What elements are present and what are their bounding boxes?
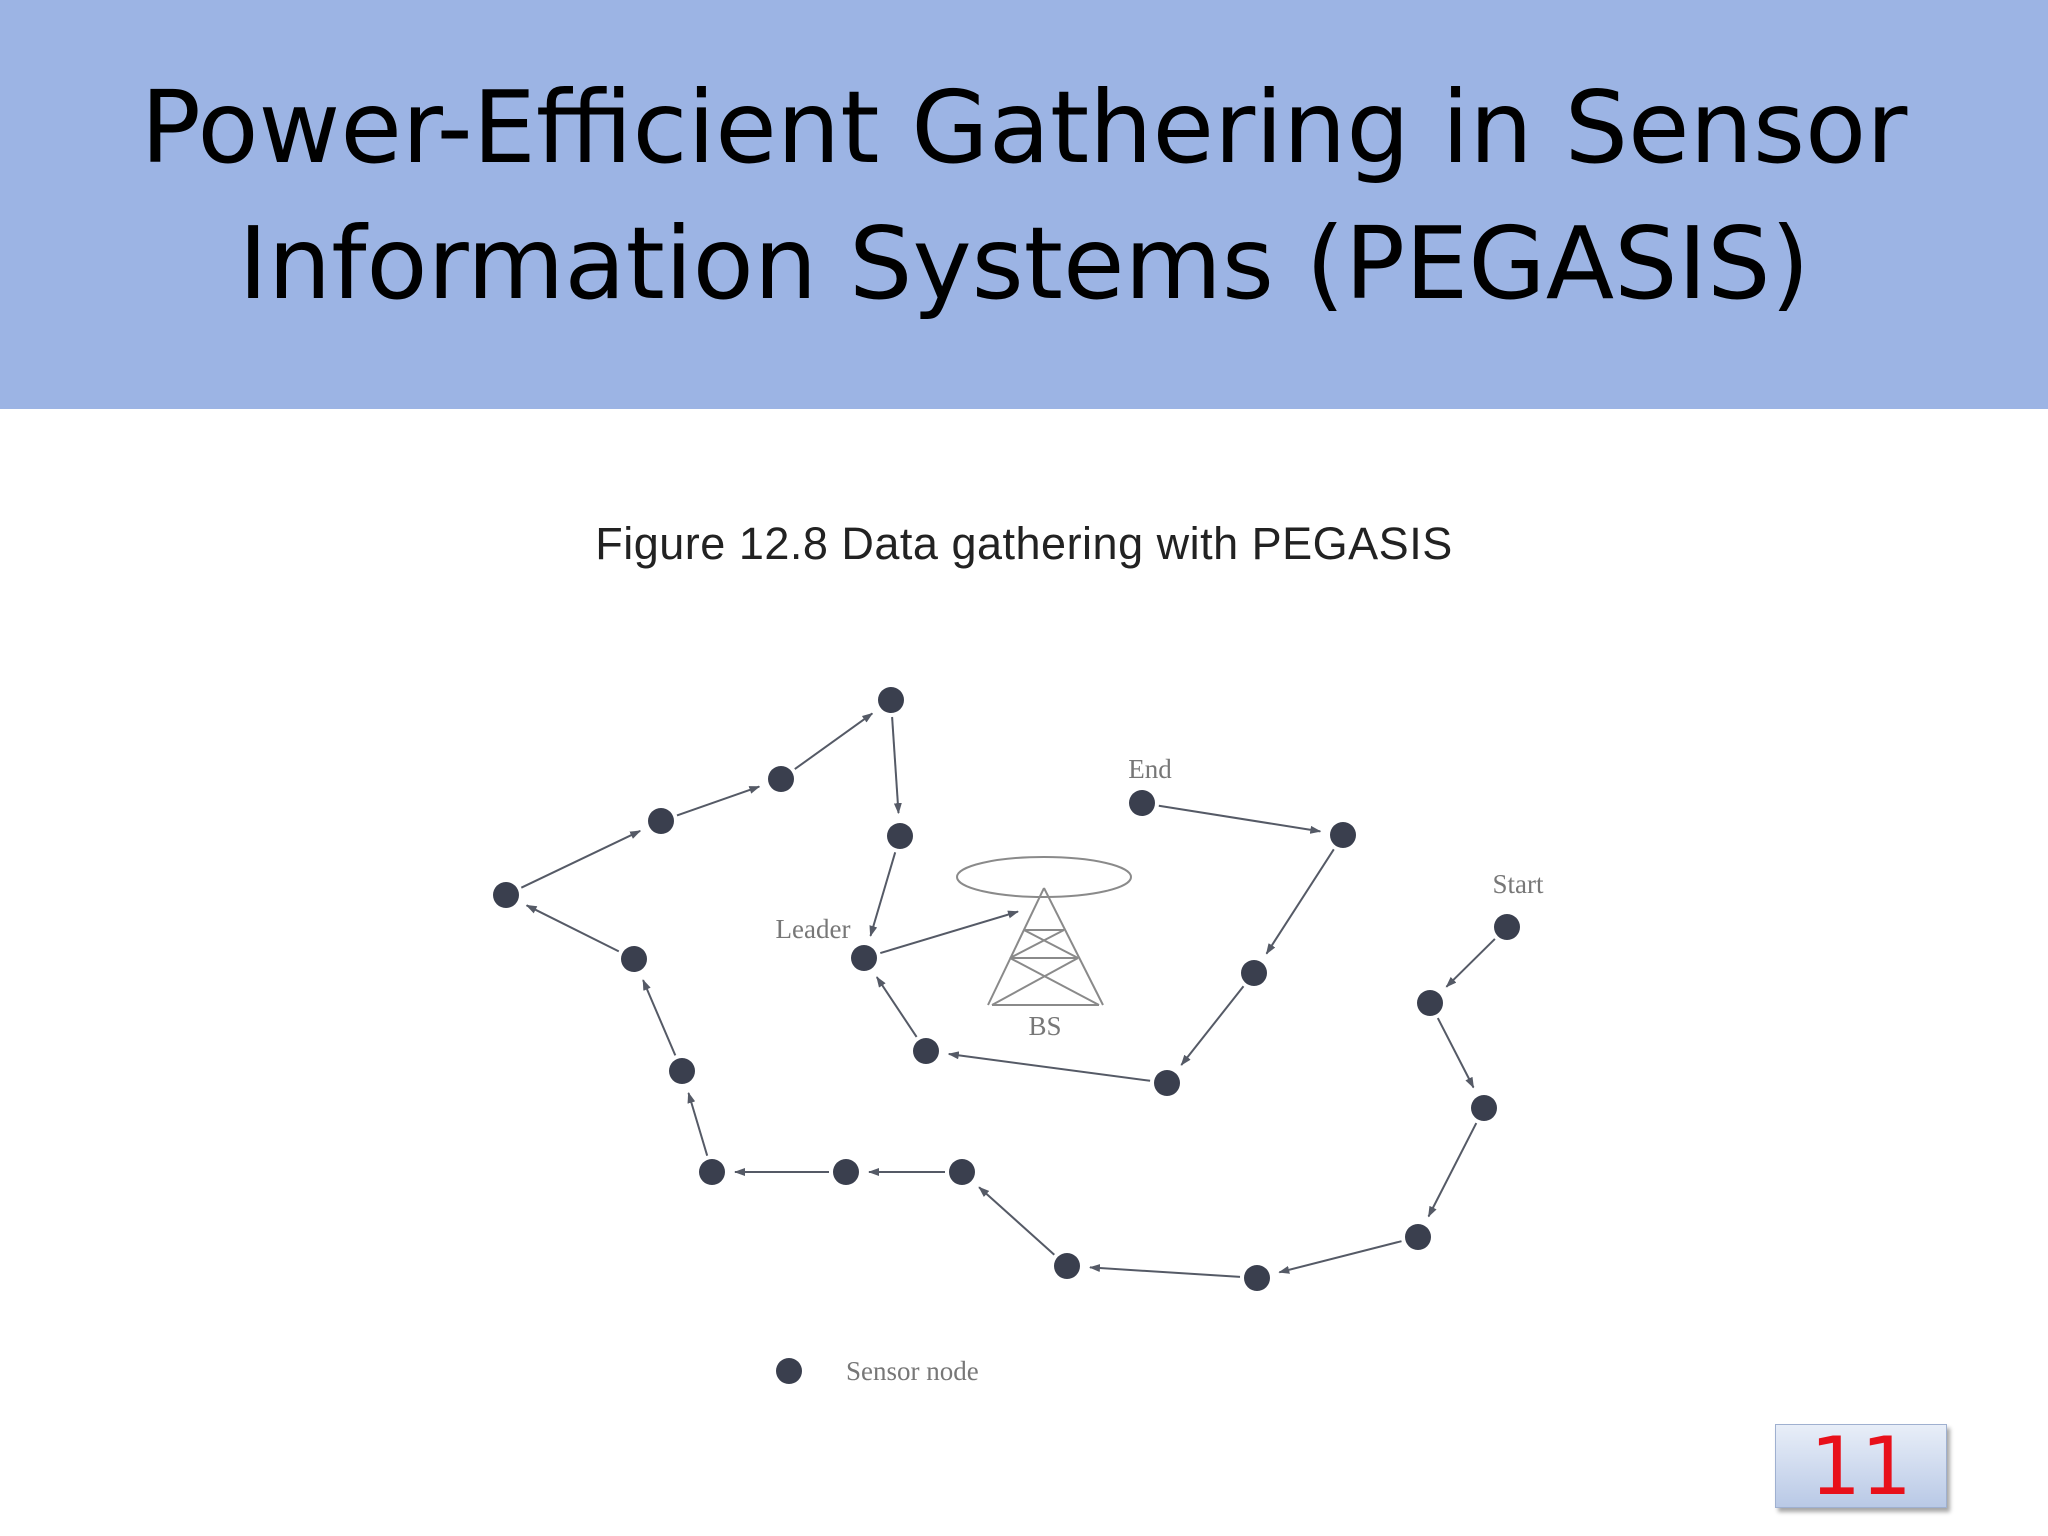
sensor-node xyxy=(1054,1253,1080,1279)
chain-edge xyxy=(869,852,897,937)
title-line-2: Information Systems (PEGASIS) xyxy=(238,205,1810,322)
chain-edge xyxy=(891,716,902,815)
chain-edge xyxy=(687,1092,709,1156)
legend-node-icon xyxy=(776,1358,802,1384)
tower-brace xyxy=(991,957,1079,1006)
sensor-node xyxy=(1471,1095,1497,1121)
chain-edge xyxy=(525,904,620,953)
title-bar xyxy=(0,0,2048,409)
sensor-node xyxy=(1330,822,1356,848)
sensor-node xyxy=(1241,960,1267,986)
tower-brace xyxy=(1009,957,1100,1006)
chain-edge xyxy=(520,829,642,889)
start-node xyxy=(1494,914,1520,940)
label-start: Start xyxy=(1493,869,1544,899)
sensor-node xyxy=(913,1038,939,1064)
sensor-node xyxy=(1154,1070,1180,1096)
chain-edge xyxy=(947,1051,1151,1082)
base-station-tower xyxy=(956,856,1132,1006)
title-line-1: Power-Efficient Gathering in Sensor xyxy=(140,69,1908,186)
chain-edge xyxy=(978,1186,1055,1256)
chain-edge xyxy=(1158,804,1322,834)
sensor-node xyxy=(621,946,647,972)
chain-edge xyxy=(1436,1017,1475,1089)
end-node xyxy=(1129,790,1155,816)
sensor-node xyxy=(949,1159,975,1185)
tower-brace xyxy=(1009,929,1065,959)
page-number: 11 xyxy=(1810,1420,1912,1513)
slide-title: Power-Efficient Gathering in Sensor Info… xyxy=(0,60,2048,332)
label-bs: BS xyxy=(1028,1011,1061,1041)
sensor-node xyxy=(648,808,674,834)
legend-label: Sensor node xyxy=(846,1356,979,1386)
tower-right-leg xyxy=(1043,887,1104,1006)
sensor-node xyxy=(699,1159,725,1185)
chain-edge xyxy=(875,976,918,1038)
sensor-node xyxy=(878,687,904,713)
chain-edge xyxy=(642,979,677,1056)
legend: Sensor node xyxy=(776,1356,979,1386)
chain-edge xyxy=(1445,938,1496,988)
sensor-node xyxy=(1405,1224,1431,1250)
chain-edge xyxy=(676,785,761,817)
page-number-box: 11 xyxy=(1775,1420,1947,1513)
figure-caption: Figure 12.8 Data gathering with PEGASIS xyxy=(595,518,1453,569)
chain-edge xyxy=(794,712,874,770)
tower-left-leg xyxy=(987,887,1045,1006)
bs-radio-signal xyxy=(956,856,1132,898)
sensor-node xyxy=(768,766,794,792)
chain-edge xyxy=(1265,848,1335,955)
sensor-nodes xyxy=(493,687,1520,1291)
leader-to-bs-edge xyxy=(880,910,1019,955)
chain-edge xyxy=(1278,1240,1402,1274)
chain-edges xyxy=(520,712,1496,1278)
chain-edge xyxy=(1089,1264,1241,1278)
sensor-node xyxy=(887,823,913,849)
sensor-node xyxy=(493,882,519,908)
chain-edge xyxy=(1427,1122,1478,1218)
label-end: End xyxy=(1128,754,1172,784)
leader-node xyxy=(851,945,877,971)
sensor-node xyxy=(1417,990,1443,1016)
sensor-node xyxy=(669,1058,695,1084)
tower-brace xyxy=(1023,929,1079,959)
label-leader: Leader xyxy=(776,914,851,944)
sensor-node xyxy=(1244,1265,1270,1291)
sensor-node xyxy=(833,1159,859,1185)
chain-edge xyxy=(1180,985,1245,1066)
